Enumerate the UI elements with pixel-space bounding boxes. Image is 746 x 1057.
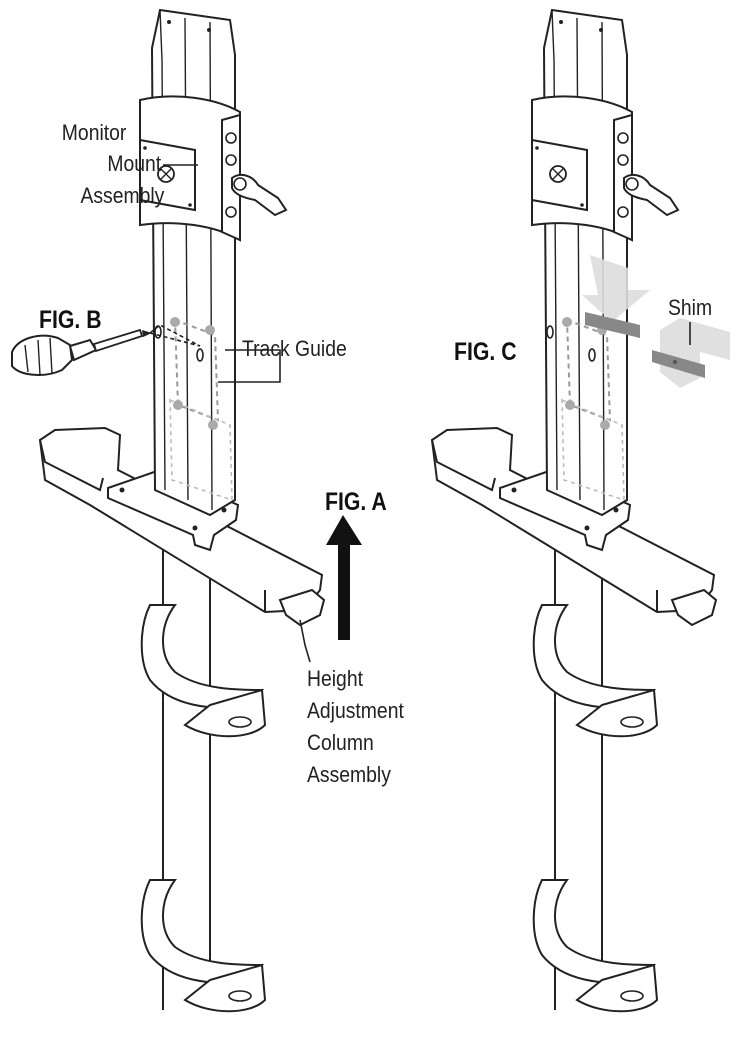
shim-insert-arrows	[582, 255, 730, 388]
label-adjustment: Adjustment	[307, 698, 404, 723]
height-column-leader	[299, 619, 311, 663]
figure-c-label: FIG. C	[454, 338, 517, 366]
upward-arrow-icon	[326, 515, 362, 640]
left-stand-drawing	[39, 9, 325, 1013]
label-column: Column	[307, 730, 374, 755]
figure-a-label: FIG. A	[325, 488, 387, 516]
label-track-guide: Track Guide	[242, 336, 347, 361]
label-mount: Mount	[107, 151, 161, 176]
label-shim: Shim	[668, 295, 713, 320]
label-assembly: Assembly	[80, 183, 164, 208]
screwdriver-icon	[11, 324, 201, 376]
label-column-assembly: Assembly	[307, 762, 391, 787]
label-height: Height	[307, 666, 363, 691]
label-monitor: Monitor	[61, 120, 126, 145]
figure-b-label: FIG. B	[39, 306, 102, 334]
right-stand-drawing	[431, 9, 717, 1013]
track-guide-leader	[218, 349, 281, 383]
